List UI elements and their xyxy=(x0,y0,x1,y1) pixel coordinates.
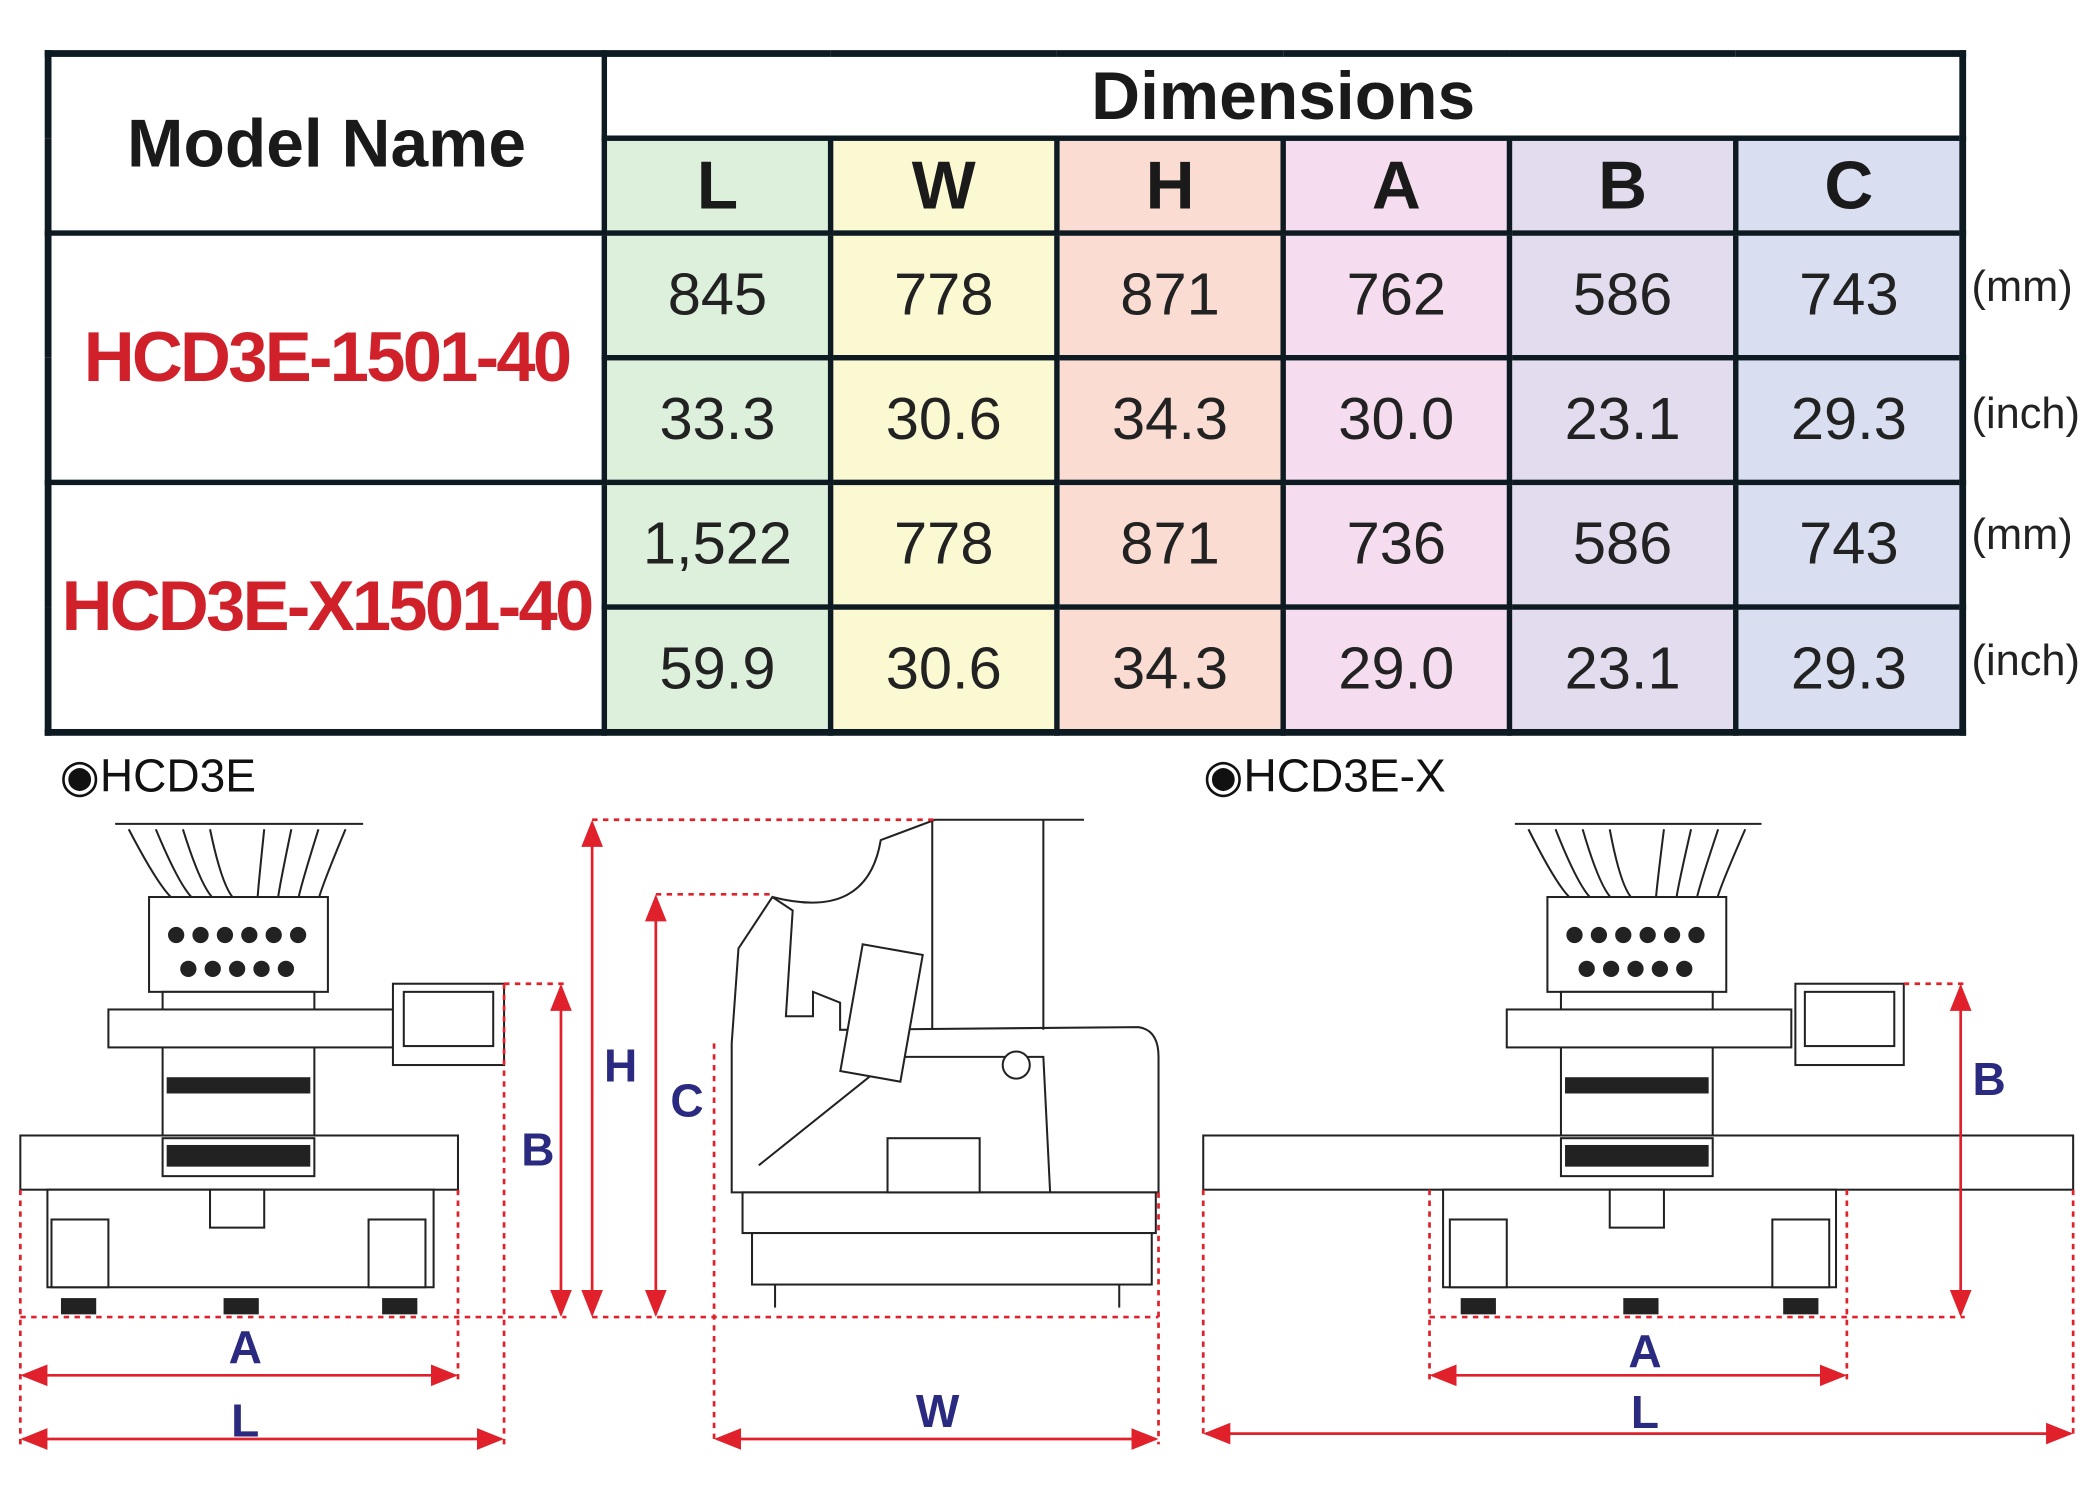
cell-c-mm: 743 xyxy=(1733,479,1966,610)
cell-l-mm: 845 xyxy=(601,230,834,361)
model-name-header: Model Name xyxy=(45,50,608,236)
cell-b-inch: 23.1 xyxy=(1506,355,1739,486)
cell-l-mm: 1,522 xyxy=(601,479,834,610)
section-title-hcd3e-x: ◉HCD3E-X xyxy=(1203,750,1446,803)
cell-h-inch: 34.3 xyxy=(1054,355,1286,486)
dimension-label-b: B xyxy=(521,1123,554,1175)
cell-a-inch: 29.0 xyxy=(1280,604,1513,736)
cell-c-mm: 743 xyxy=(1733,230,1966,361)
dimension-label-a: A xyxy=(1628,1325,1661,1377)
front-view-hcd3e-x-details xyxy=(1460,926,1819,1315)
front-view-hcd3e-x xyxy=(1202,822,2075,1289)
column-header-w: W xyxy=(827,135,1060,236)
cell-b-mm: 586 xyxy=(1506,479,1739,610)
front-view-hcd3e xyxy=(19,822,506,1289)
column-header-b: B xyxy=(1506,135,1739,236)
cell-b-mm: 586 xyxy=(1506,230,1739,361)
cell-a-mm: 762 xyxy=(1280,230,1513,361)
dimensions-table: Model Name Dimensions L W H A B C HCD3E-… xyxy=(44,50,1967,736)
column-header-h: H xyxy=(1054,135,1286,236)
dimension-label-l: L xyxy=(231,1394,259,1446)
dimension-lines xyxy=(18,818,2075,1450)
dimension-label-b: B xyxy=(1973,1053,2006,1105)
dimension-label-l: L xyxy=(1631,1386,1659,1438)
dimension-label-w: W xyxy=(916,1385,960,1437)
cell-h-mm: 871 xyxy=(1054,479,1286,610)
column-header-l: L xyxy=(601,135,834,236)
side-view xyxy=(730,818,1160,1308)
cell-w-mm: 778 xyxy=(827,230,1060,361)
model-name: HCD3E-1501-40 xyxy=(45,230,608,486)
unit-label-mm: (mm) xyxy=(1971,261,2073,311)
unit-label-inch: (inch) xyxy=(1971,388,2080,438)
cell-c-inch: 29.3 xyxy=(1733,355,1966,486)
cell-h-inch: 34.3 xyxy=(1054,604,1286,736)
cell-h-mm: 871 xyxy=(1054,230,1286,361)
table-row: HCD3E-1501-40 845 778 871 762 586 743 xyxy=(45,230,1966,486)
table-row: HCD3E-X1501-40 1,522 778 871 736 586 743 xyxy=(45,479,1966,736)
cell-b-inch: 23.1 xyxy=(1506,604,1739,736)
unit-label-inch: (inch) xyxy=(1971,635,2080,685)
table-row: 59.9 30.6 34.3 29.0 23.1 29.3 xyxy=(48,604,1966,736)
cell-w-mm: 778 xyxy=(827,479,1060,610)
dimension-label-h: H xyxy=(604,1039,637,1091)
cell-l-inch: 59.9 xyxy=(601,604,834,736)
cell-c-inch: 29.3 xyxy=(1733,604,1966,736)
section-title-hcd3e: ◉HCD3E xyxy=(59,750,256,803)
cell-l-inch: 33.3 xyxy=(601,355,834,486)
dimension-label-a: A xyxy=(229,1321,262,1373)
table-row: 33.3 30.6 34.3 30.0 23.1 29.3 xyxy=(48,355,1966,486)
column-header-a: A xyxy=(1280,135,1513,236)
cell-a-inch: 30.0 xyxy=(1280,355,1513,486)
model-name: HCD3E-X1501-40 xyxy=(45,479,608,736)
cell-w-inch: 30.6 xyxy=(827,355,1060,486)
column-header-c: C xyxy=(1733,135,1966,236)
cell-w-inch: 30.6 xyxy=(827,604,1060,736)
front-view-hcd3e-details xyxy=(60,926,418,1315)
unit-label-mm: (mm) xyxy=(1971,509,2073,559)
dimensions-header: Dimensions xyxy=(601,50,1966,141)
dimension-label-c: C xyxy=(670,1075,703,1127)
cell-a-mm: 736 xyxy=(1280,479,1513,610)
